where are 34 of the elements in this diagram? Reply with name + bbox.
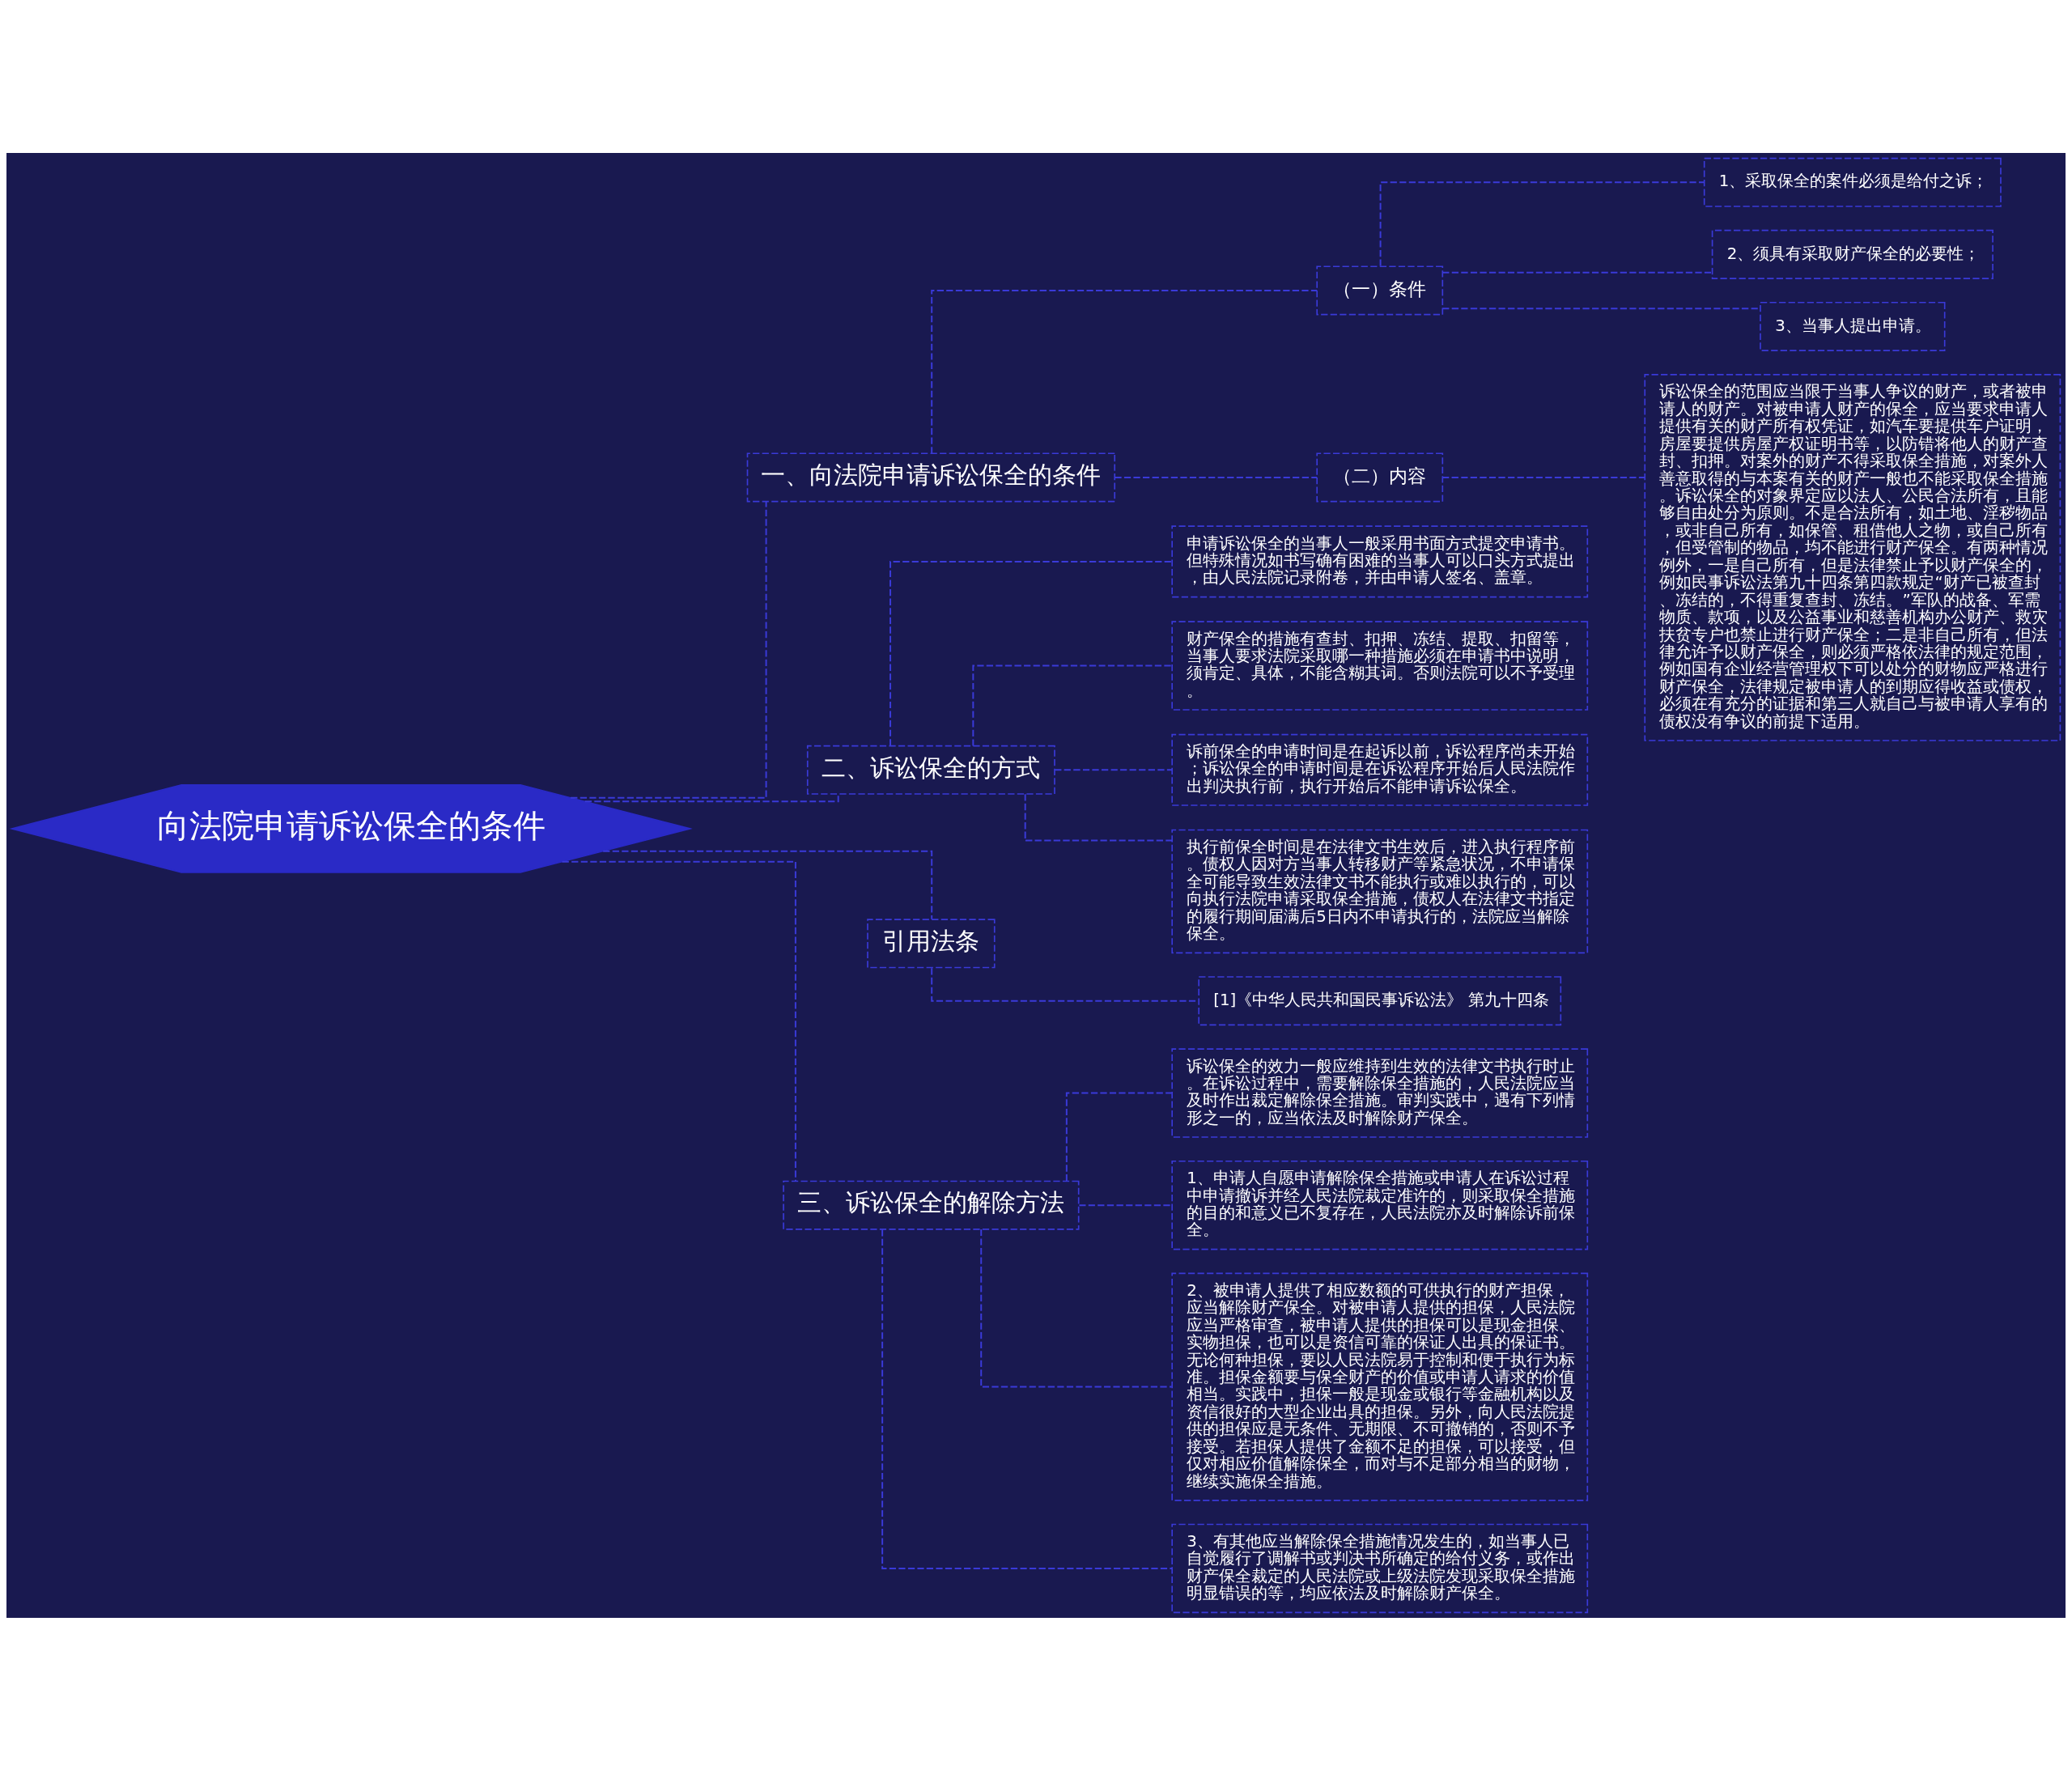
connector [1024, 792, 1173, 842]
connector [602, 850, 933, 920]
node-box: 1、申请人自愿申请解除保全措施或申请人在诉讼过程中申请撤诉并经人民法院裁定准许的，则采取保全措施的目的和意义已不复存在，人民法院亦及时解除诉前保全。 [1171, 1160, 1589, 1250]
connector [1379, 180, 1705, 267]
node-box: 二、诉讼保全的方式 [806, 745, 1055, 795]
node-box: 执行前保全时间是在法律文书生效后，进入执行程序前。债权人因对方当事人转移财产等紧急状况，不申请保全可能导致生效法律文书不能执行或难以执行的，可以向执行法院申请采取保全措施，债权人在法律文书指定的履行期间届满后5日内不申请执行的，法院应当解除保全。 [1171, 829, 1589, 953]
node-box: 引用法条 [867, 918, 996, 968]
connector [561, 860, 796, 1182]
node-box: 申请诉讼保全的当事人一般采用书面方式提交申请书。但特殊情况如书写确有困难的当事人可以口头方式提出，由人民法院记录附卷，并由申请人签名、盖章。 [1171, 524, 1589, 597]
node-box: 2、须具有采取财产保全的必要性； [1711, 229, 1993, 279]
node-box: 一、向法院申请诉讼保全的条件 [746, 452, 1116, 502]
connector [931, 289, 1318, 454]
node-box: 诉前保全的申请时间是在起诉以前，诉讼程序尚未开始；诉讼保全的申请时间是在诉讼程序开始后人民法院作出判决执行前，执行开始后不能申请诉讼保全。 [1171, 733, 1589, 806]
connector [1441, 476, 1646, 478]
connector [1054, 768, 1173, 770]
connector [1114, 476, 1318, 478]
node-box: 财产保全的措施有查封、扣押、冻结、提取、扣留等，当事人要求法院采取哪一种措施必须在申请书中说明，须肯定、具体，不能含糊其词。否则法院可以不予受理。 [1171, 620, 1589, 711]
connector [890, 560, 1173, 746]
node-box: （二）内容 [1316, 452, 1444, 502]
node-box: 1、采取保全的案件必须是给付之诉； [1703, 157, 2002, 207]
node-box: 2、被申请人提供了相应数额的可供执行的财产担保，应当解除财产保全。对被申请人提供的担保，人民法院应当严格审查，被申请人提供的担保可以是现金担保、实物担保，也可以是资信可靠的保证人出具的保证书。无论何种担保，要以人民法院易于控制和便于执行为标准。担保金额要与保全财产的价值或申请人请求的价值相当。实践中，担保一般是现金或银行等金融机构以及资信很好的大型企业出具的担保。另外，向人民法院提供的担保应是无条件、无期限、不可撤销的，否则不予接受。若担保人提供了金额不足的担保，可以接受，但仅对相应价值解除保全，而对与不足部分相当的财物，继续实施保全措施。 [1171, 1272, 1589, 1501]
connector [980, 1228, 1173, 1388]
node-box: [1]《中华人民共和国民事诉讼法》 第九十四条 [1198, 975, 1562, 1025]
node-box: 诉讼保全的范围应当限于当事人争议的财产，或者被申请人的财产。对被申请人财产的保全，应当要求申请人提供有关的财产所有权凭证，如汽车要提供车户证明，房屋要提供房屋产权证明书等，以防错将他人的财产查封、扣押。对案外的财产不得采取保全措施，对案外人善意取得的与本案有关的财产一般也不能采取保全措施。诉讼保全的对象界定应以法人、公民合法所有，且能够自由处分为原则。不是合法所有，如土地、淫秽物品，或非自己所有，如保管、租借他人之物，或自己所有，但受管制的物品，均不能进行财产保全。有两种情况例外，一是自己所有，但是法律禁止予以财产保全的，例如民事诉讼法第九十四条第四款规定“财产已被查封、冻结的，不得重复查封、冻结。”军队的战备、军需物质、款项，以及公益事业和慈善机构办公财产、救灾扶贫专户也禁止进行财产保全；二是非自己所有，但法律允许予以财产保全，则必须严格依法律的规定范围，例如国有企业经营管理权下可以处分的财物应严格进行财产保全，法律规定被申请人的到期应得收益或债权，必须在有充分的证据和第三人就自己与被申请人享有的债权没有争议的前提下适用。 [1644, 373, 2061, 741]
connector [972, 664, 1173, 746]
connector [570, 500, 767, 799]
node-box: 3、当事人提出申请。 [1760, 301, 1946, 351]
node-box: 3、有其他应当解除保全措施情况发生的，如当事人已自觉履行了调解书或判决书所确定的给付义务，或作出财产保全裁定的人民法院或上级法院发现采取保全措施明显错误的等，均应依法及时解除财产保全。 [1171, 1523, 1589, 1613]
node-box: 三、诉讼保全的解除方法 [783, 1180, 1080, 1230]
node-box: （一）条件 [1316, 265, 1444, 315]
node-box: 诉讼保全的效力一般应维持到生效的法律文书执行时止。在诉讼过程中，需要解除保全措施的，人民法院应当及时作出裁定解除保全措施。审判实践中，遇有下列情形之一的，应当依法及时解除财产保全。 [1171, 1047, 1589, 1138]
connector [881, 1228, 1174, 1569]
connector [1065, 1092, 1173, 1182]
connector [1441, 271, 1713, 274]
